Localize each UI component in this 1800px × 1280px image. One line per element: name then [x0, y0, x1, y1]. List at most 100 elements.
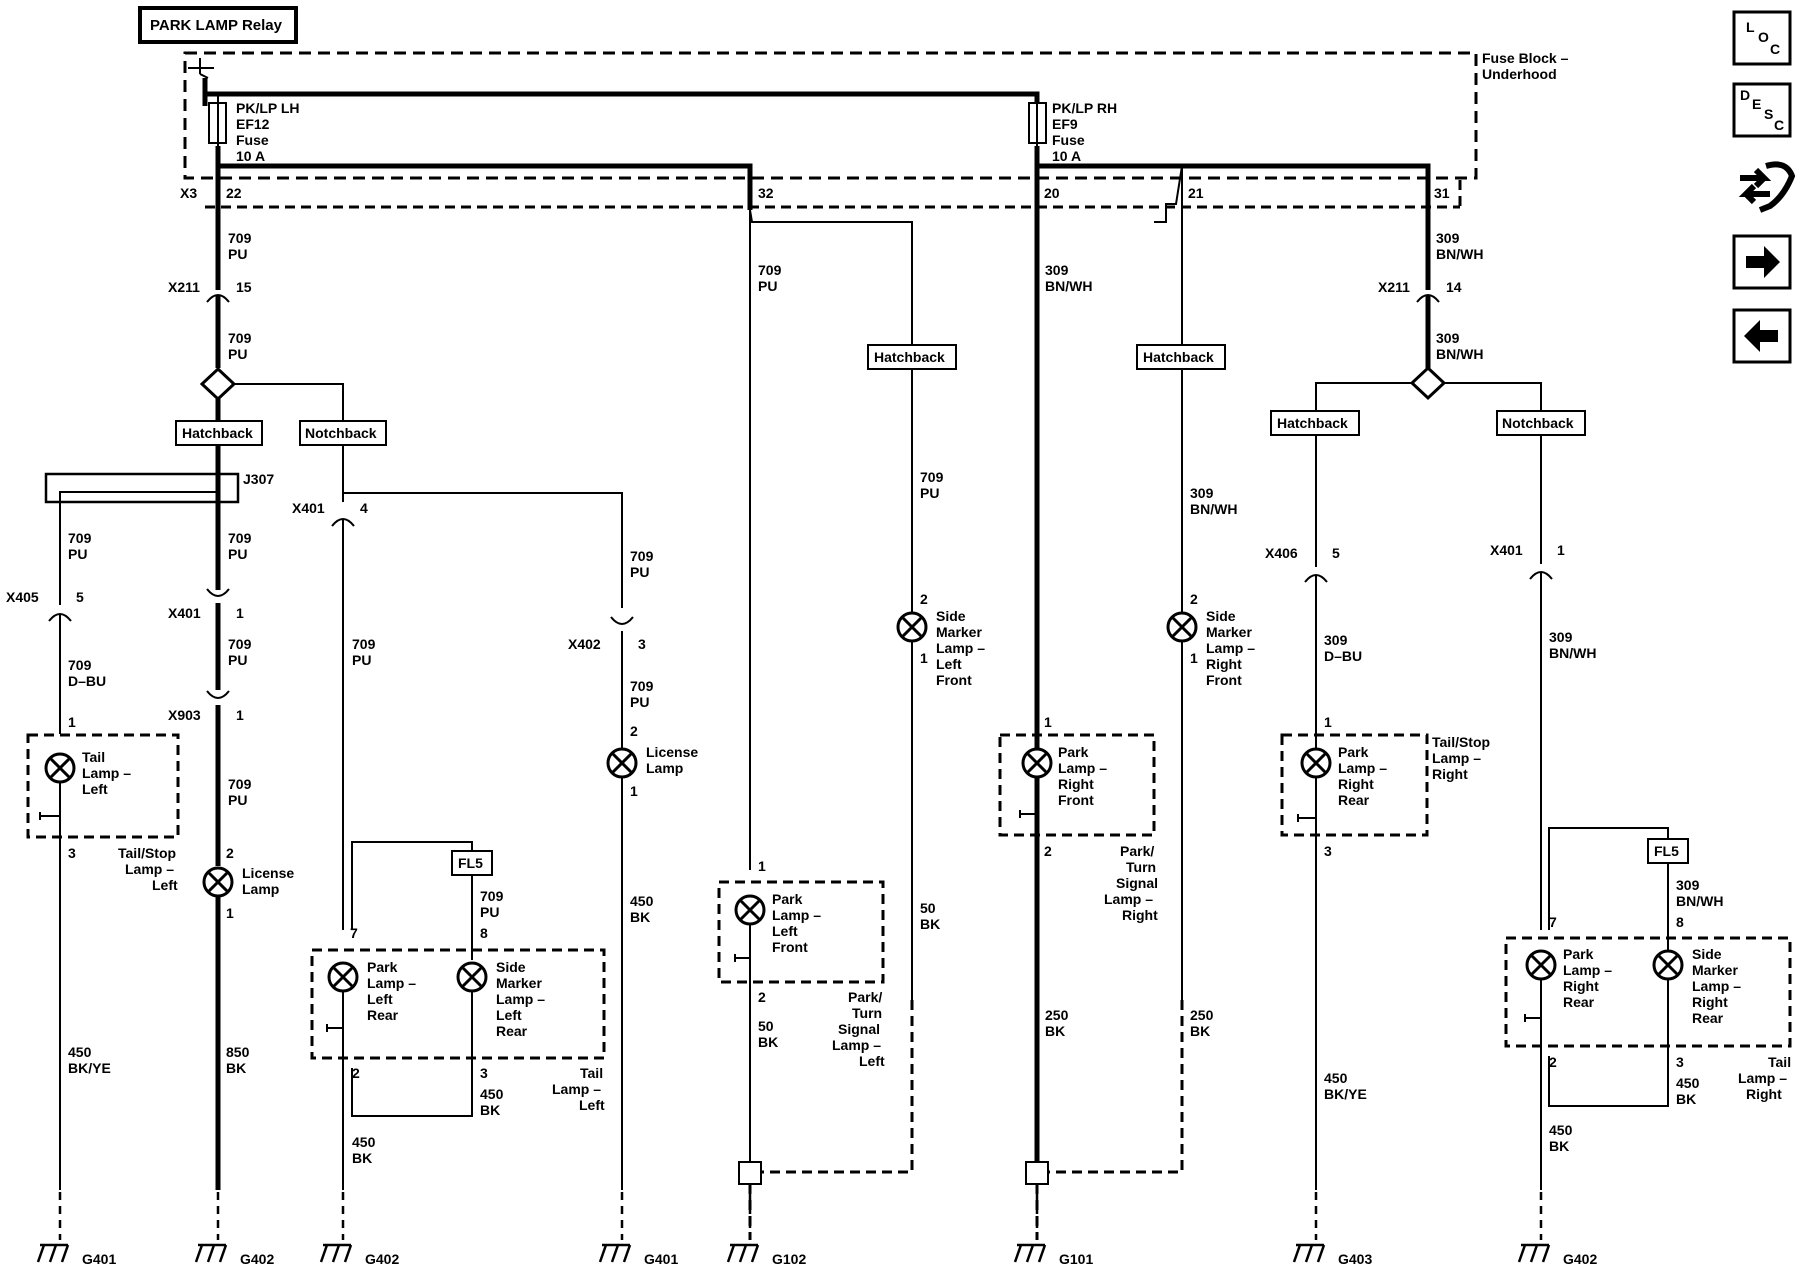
previous-page-button[interactable]: [1732, 308, 1792, 364]
ground-g401: G401: [598, 1192, 678, 1267]
svg-text:BN/WH: BN/WH: [1676, 893, 1723, 909]
ground-label: G402: [240, 1251, 274, 1267]
tail-lamp-left-label: Tail Lamp – Left: [82, 749, 131, 797]
park-lamp-right-front-bulb: [1021, 747, 1053, 779]
license-lamp-right-bulb: [606, 747, 638, 779]
svg-text:C: C: [1774, 117, 1784, 133]
svg-text:L: L: [1746, 19, 1755, 35]
svg-text:Park: Park: [367, 959, 398, 975]
park-lamp-right-rear-a-bulb: [1300, 747, 1332, 779]
park-lamp-left-front-label: Park Lamp – Left Front: [772, 891, 821, 955]
ground-label: G101: [1059, 1251, 1093, 1267]
park-right-front-ground-tab: [1019, 810, 1037, 818]
svg-text:PU: PU: [228, 546, 247, 562]
svg-text:Tail/Stop: Tail/Stop: [1432, 734, 1490, 750]
right-rear-lamp-box: [1504, 936, 1792, 1048]
ef9-output-bus: [1034, 146, 1431, 218]
svg-text:Rear: Rear: [1692, 1010, 1724, 1026]
park-lamp-right-rear-a-box: [1280, 733, 1429, 837]
svg-text:Marker: Marker: [936, 624, 982, 640]
svg-text:Lamp –: Lamp –: [832, 1037, 881, 1053]
svg-text:Left: Left: [579, 1097, 605, 1113]
ground-g402: G402: [319, 1192, 399, 1267]
park-right-rear-a-ground-tab: [1297, 814, 1316, 822]
wire-309-bnwh-label-1: 309 BN/WH: [1045, 262, 1092, 294]
svg-text:450: 450: [1324, 1070, 1348, 1086]
x211-pin-15: 15: [236, 279, 252, 295]
park-left-rear-pin-2: 2: [352, 1065, 360, 1081]
fuse-ef9-label: PK/LP RH EF9 Fuse 10 A: [1052, 100, 1117, 164]
svg-text:Right: Right: [1122, 907, 1158, 923]
wrench-tool-icon[interactable]: [1738, 161, 1796, 213]
svg-text:709: 709: [228, 530, 252, 546]
ground-label: G401: [82, 1251, 116, 1267]
svg-text:Front: Front: [936, 672, 972, 688]
wire-450-bk-label-4: 450 BK: [1549, 1122, 1573, 1154]
svg-text:Lamp: Lamp: [242, 881, 279, 897]
side-right-front-pin-1: 1: [1190, 650, 1198, 666]
tailstop-lamp-left-label: Tail/Stop Lamp – Left: [118, 845, 178, 893]
svg-text:Marker: Marker: [1692, 962, 1738, 978]
svg-text:Signal: Signal: [1116, 875, 1158, 891]
svg-text:PU: PU: [68, 546, 87, 562]
desc-button[interactable]: D E S C: [1732, 82, 1792, 138]
park-left-front-ground-tab: [734, 954, 750, 962]
ef12-output-bus: [215, 146, 753, 210]
svg-text:10 A: 10 A: [1052, 148, 1081, 164]
svg-text:709: 709: [68, 530, 92, 546]
next-page-button[interactable]: [1732, 234, 1792, 290]
license-lamp-left-label: License Lamp: [242, 865, 294, 897]
svg-text:Right: Right: [1206, 656, 1242, 672]
svg-text:450: 450: [1676, 1075, 1700, 1091]
wire-250-bk-label-2: 250 BK: [1190, 1007, 1214, 1039]
x401-1-connector-left: [206, 588, 230, 597]
left-rear-lamp-box: [310, 948, 606, 1060]
svg-text:Left: Left: [772, 923, 798, 939]
svg-text:Lamp: Lamp: [646, 760, 683, 776]
svg-text:Lamp –: Lamp –: [1563, 962, 1612, 978]
svg-text:709: 709: [920, 469, 944, 485]
side-marker-left-rear-bulb: [456, 961, 488, 993]
side-marker-left-front-bulb: [896, 611, 928, 643]
park-lamp-right-rear-b-label: Park Lamp – Right Rear: [1563, 946, 1612, 1010]
svg-text:250: 250: [1045, 1007, 1069, 1023]
side-left-rear-pin-3: 3: [480, 1065, 488, 1081]
tail-lamp-left-bulb: [44, 752, 76, 784]
park-lamp-right-rear-a-label: Park Lamp – Right Rear: [1338, 744, 1387, 808]
svg-text:Park/: Park/: [848, 989, 882, 1005]
wire-309-dbu-label: 309 D–BU: [1324, 632, 1362, 664]
left-splice-diamond: [199, 366, 237, 402]
x3-label: X3: [180, 185, 197, 201]
park-right-rear-a-pin-1: 1: [1324, 714, 1332, 730]
hatchback-label-left: [175, 420, 263, 446]
wire-309-bnwh-label-4: 309 BN/WH: [1436, 330, 1483, 362]
park-lamp-left-front-box: [717, 880, 885, 984]
park-turn-signal-right-label: Park/ Turn Signal Lamp – Right: [1104, 843, 1158, 923]
x402-3-connector: [610, 616, 634, 625]
svg-text:BN/WH: BN/WH: [1190, 501, 1237, 517]
side-marker-right-front-bulb: [1166, 611, 1198, 643]
svg-text:Marker: Marker: [1206, 624, 1252, 640]
license-lamp-right-pin-1: 1: [630, 783, 638, 799]
wire-709-pu-label-1: 709 PU: [228, 230, 252, 262]
svg-text:Lamp –: Lamp –: [1338, 760, 1387, 776]
license-feed-wire: [343, 492, 623, 608]
svg-text:Notchback: Notchback: [1502, 415, 1574, 431]
svg-text:309: 309: [1436, 330, 1460, 346]
svg-text:309: 309: [1676, 877, 1700, 893]
svg-text:Rear: Rear: [1338, 792, 1370, 808]
relay-output-bus: [202, 78, 1040, 106]
hatchback-label-right-front: [1136, 344, 1226, 370]
loc-button[interactable]: L O C: [1732, 10, 1792, 66]
x903-label: X903: [168, 707, 201, 723]
ground-label: G401: [644, 1251, 678, 1267]
license-lamp-left-bulb: [202, 866, 234, 898]
svg-text:PU: PU: [228, 346, 247, 362]
svg-text:Right: Right: [1692, 994, 1728, 1010]
svg-text:PU: PU: [758, 278, 777, 294]
x211-label-left: X211: [168, 279, 200, 295]
svg-text:Lamp –: Lamp –: [1692, 978, 1741, 994]
svg-text:BK: BK: [1190, 1023, 1210, 1039]
x211-15-connector: [206, 294, 230, 303]
